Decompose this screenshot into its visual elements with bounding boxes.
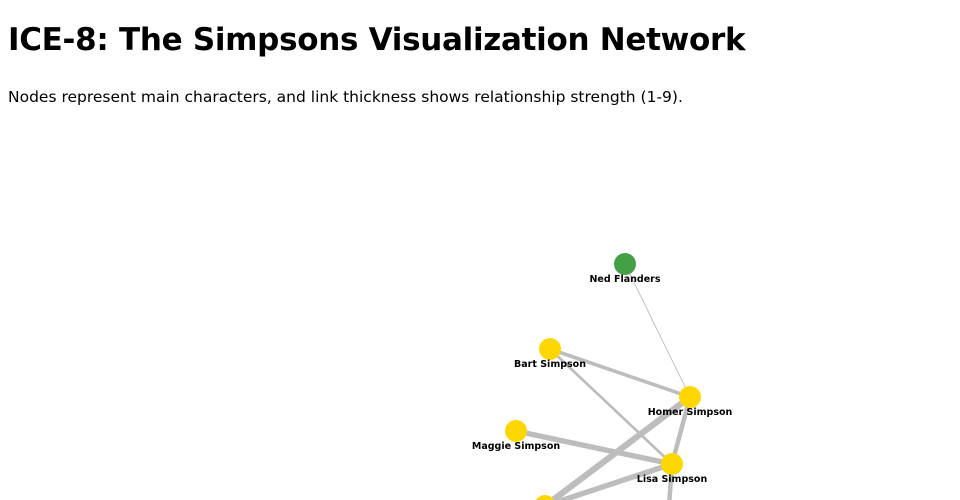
link-bart-lisa xyxy=(549,348,673,465)
node-bart[interactable] xyxy=(539,338,561,360)
network-nodes xyxy=(505,253,701,500)
node-label-homer: Homer Simpson xyxy=(648,407,733,418)
node-offscreen1[interactable] xyxy=(534,495,556,500)
node-lisa[interactable] xyxy=(661,453,683,475)
page-subtitle: Nodes represent main characters, and lin… xyxy=(8,88,683,106)
node-ned[interactable] xyxy=(614,253,636,275)
link-homer-lisa xyxy=(669,396,693,465)
link-ned-homer xyxy=(624,263,691,398)
link-bart-homer xyxy=(549,347,691,399)
link-lisa-offscreen1 xyxy=(554,461,673,500)
node-label-bart: Bart Simpson xyxy=(514,359,586,370)
node-label-lisa: Lisa Simpson xyxy=(637,474,708,485)
network-links xyxy=(515,263,693,500)
link-maggie-lisa xyxy=(515,428,673,467)
node-label-ned: Ned Flanders xyxy=(589,274,660,285)
node-label-maggie: Maggie Simpson xyxy=(472,441,560,452)
link-homer-offscreen1 xyxy=(547,394,692,500)
node-maggie[interactable] xyxy=(505,420,527,442)
node-homer[interactable] xyxy=(679,386,701,408)
page-title: ICE-8: The Simpsons Visualization Networ… xyxy=(8,22,746,58)
